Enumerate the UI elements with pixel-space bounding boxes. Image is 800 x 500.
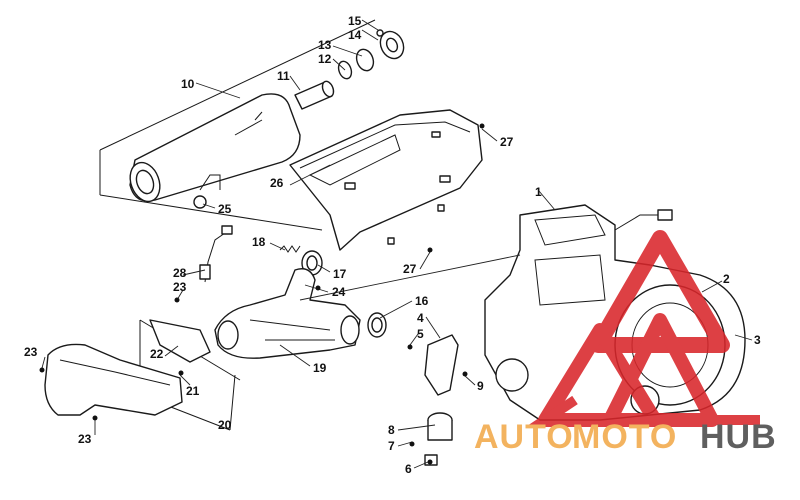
callout-16: 16: [415, 294, 429, 308]
bracket-4: [424, 334, 459, 396]
callout-26: 26: [270, 176, 284, 190]
watermark-logo: AUTO MOTO HUB: [474, 230, 777, 456]
o2-sensor-part: [199, 225, 233, 283]
callout-13: 13: [318, 38, 332, 52]
callout-14: 14: [348, 28, 362, 42]
fastener-dots: [39, 123, 485, 465]
muffler-part: [129, 93, 301, 209]
callout-2: 2: [723, 272, 730, 286]
leader-lines: [41, 19, 753, 469]
callout-23-top: 23: [173, 280, 187, 294]
callout-23-left: 23: [24, 345, 38, 359]
callout-6: 6: [405, 462, 412, 476]
callout-1: 1: [535, 185, 542, 199]
callout-5: 5: [417, 327, 424, 341]
muffler-group-outline: [99, 19, 376, 231]
callout-22: 22: [150, 347, 164, 361]
tailpipe-part: [294, 80, 335, 110]
spring-18: [279, 245, 301, 253]
callout-3: 3: [754, 333, 761, 347]
callout-28: 28: [173, 266, 187, 280]
callout-17: 17: [333, 267, 347, 281]
callout-7: 7: [388, 439, 395, 453]
callout-11: 11: [277, 69, 290, 83]
heat-shield-part: [289, 109, 483, 251]
end-cap-14: [376, 29, 405, 60]
gasket-16: [367, 312, 387, 338]
callout-8: 8: [388, 423, 395, 437]
callout-23-bottom: 23: [78, 432, 92, 446]
callout-24: 24: [332, 285, 346, 299]
watermark-hub: HUB: [700, 418, 777, 456]
callout-10: 10: [181, 77, 195, 91]
callout-21: 21: [186, 384, 200, 398]
callout-labels: 1 2 3 4 5 6 7 8 9 10 11 12 13 14 15 16 1…: [24, 14, 761, 476]
callout-18: 18: [252, 235, 266, 249]
bracket-22: [149, 319, 211, 363]
callout-27-bottom: 27: [403, 262, 417, 276]
callout-20: 20: [218, 418, 232, 432]
mount-8: [424, 412, 453, 466]
watermark-auto: AUTO: [474, 418, 574, 456]
watermark-moto: MOTO: [572, 418, 677, 456]
callout-15: 15: [348, 14, 362, 28]
callout-19: 19: [313, 361, 327, 375]
spark-arrestor-13: [355, 48, 375, 72]
watermark-triangle-icon: [528, 230, 760, 427]
lower-heat-shield-part: [44, 343, 183, 416]
exhaust-manifold-part: [214, 268, 361, 359]
callout-12: 12: [318, 52, 332, 66]
callout-25: 25: [218, 202, 232, 216]
callout-27-top: 27: [500, 135, 514, 149]
callout-4: 4: [417, 311, 424, 325]
callout-9: 9: [477, 379, 484, 393]
